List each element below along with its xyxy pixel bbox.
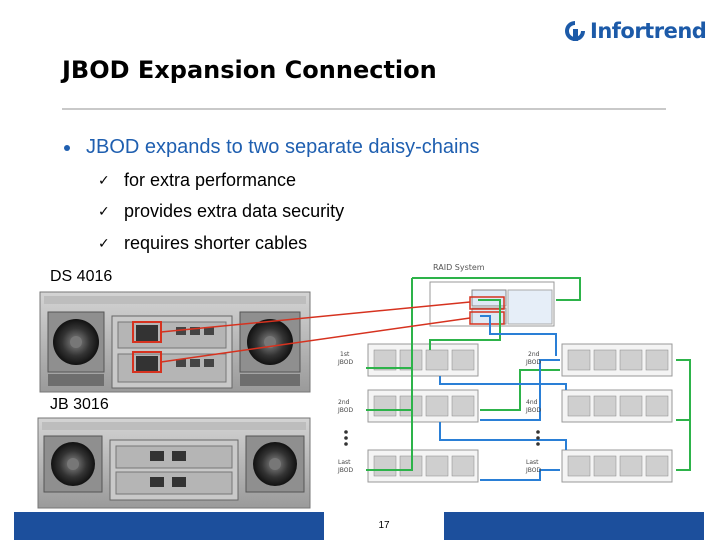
ds-4016-chassis-image — [39, 291, 311, 393]
check-item-text: provides extra data security — [124, 201, 345, 221]
footer-bar: 17 — [14, 512, 704, 540]
left-jbod-2-sub: JBOD — [337, 407, 354, 414]
check-icon: ✓ — [98, 203, 110, 220]
slide-title: JBOD Expansion Connection — [62, 56, 437, 84]
right-jbod-last-label: Last — [526, 459, 539, 466]
main-bullet-text: JBOD expands to two separate daisy-chain… — [86, 136, 480, 158]
check-item-cables: ✓ requires shorter cables — [98, 233, 307, 254]
port-callout-lines — [160, 301, 471, 363]
left-jbod-1-sub: JBOD — [337, 359, 354, 366]
check-icon: ✓ — [98, 172, 110, 189]
logo-mark-icon — [562, 18, 588, 44]
left-jbod-2-label: 2nd — [338, 399, 350, 406]
left-jbod-last-label: Last — [338, 459, 351, 466]
main-bullet: JBOD expands to two separate daisy-chain… — [64, 136, 480, 159]
right-jbod-1-sub: JBOD — [525, 359, 542, 366]
right-jbod-2-label: 4nd — [526, 399, 538, 406]
ellipsis-dots — [344, 430, 540, 446]
check-item-security: ✓ provides extra data security — [98, 201, 344, 222]
check-item-text: for extra performance — [124, 170, 297, 190]
right-jbod-2-sub: JBOD — [525, 407, 542, 414]
check-item-performance: ✓ for extra performance — [98, 170, 296, 191]
right-jbod-1-label: 2nd — [528, 351, 540, 358]
page-number-box: 17 — [324, 512, 444, 540]
jbod-drive-slots — [373, 349, 669, 477]
bullet-dot-icon — [64, 144, 70, 151]
logo-text: Infortrend — [590, 19, 707, 43]
raid-system-label: RAID System — [433, 263, 485, 272]
infortrend-logo: Infortrend — [562, 16, 707, 46]
jb-3016-label: JB 3016 — [50, 396, 109, 413]
left-jbod-1-label: 1st — [340, 351, 350, 358]
check-item-text: requires shorter cables — [124, 233, 308, 253]
check-icon: ✓ — [98, 235, 110, 252]
blue-cable-chain — [439, 315, 567, 481]
page-number: 17 — [378, 520, 390, 531]
jb-3016-chassis-image — [37, 417, 311, 509]
title-divider — [62, 108, 666, 110]
ds-4016-label: DS 4016 — [50, 268, 113, 285]
left-jbod-last-sub: JBOD — [337, 467, 354, 474]
right-jbod-last-sub: JBOD — [525, 467, 542, 474]
